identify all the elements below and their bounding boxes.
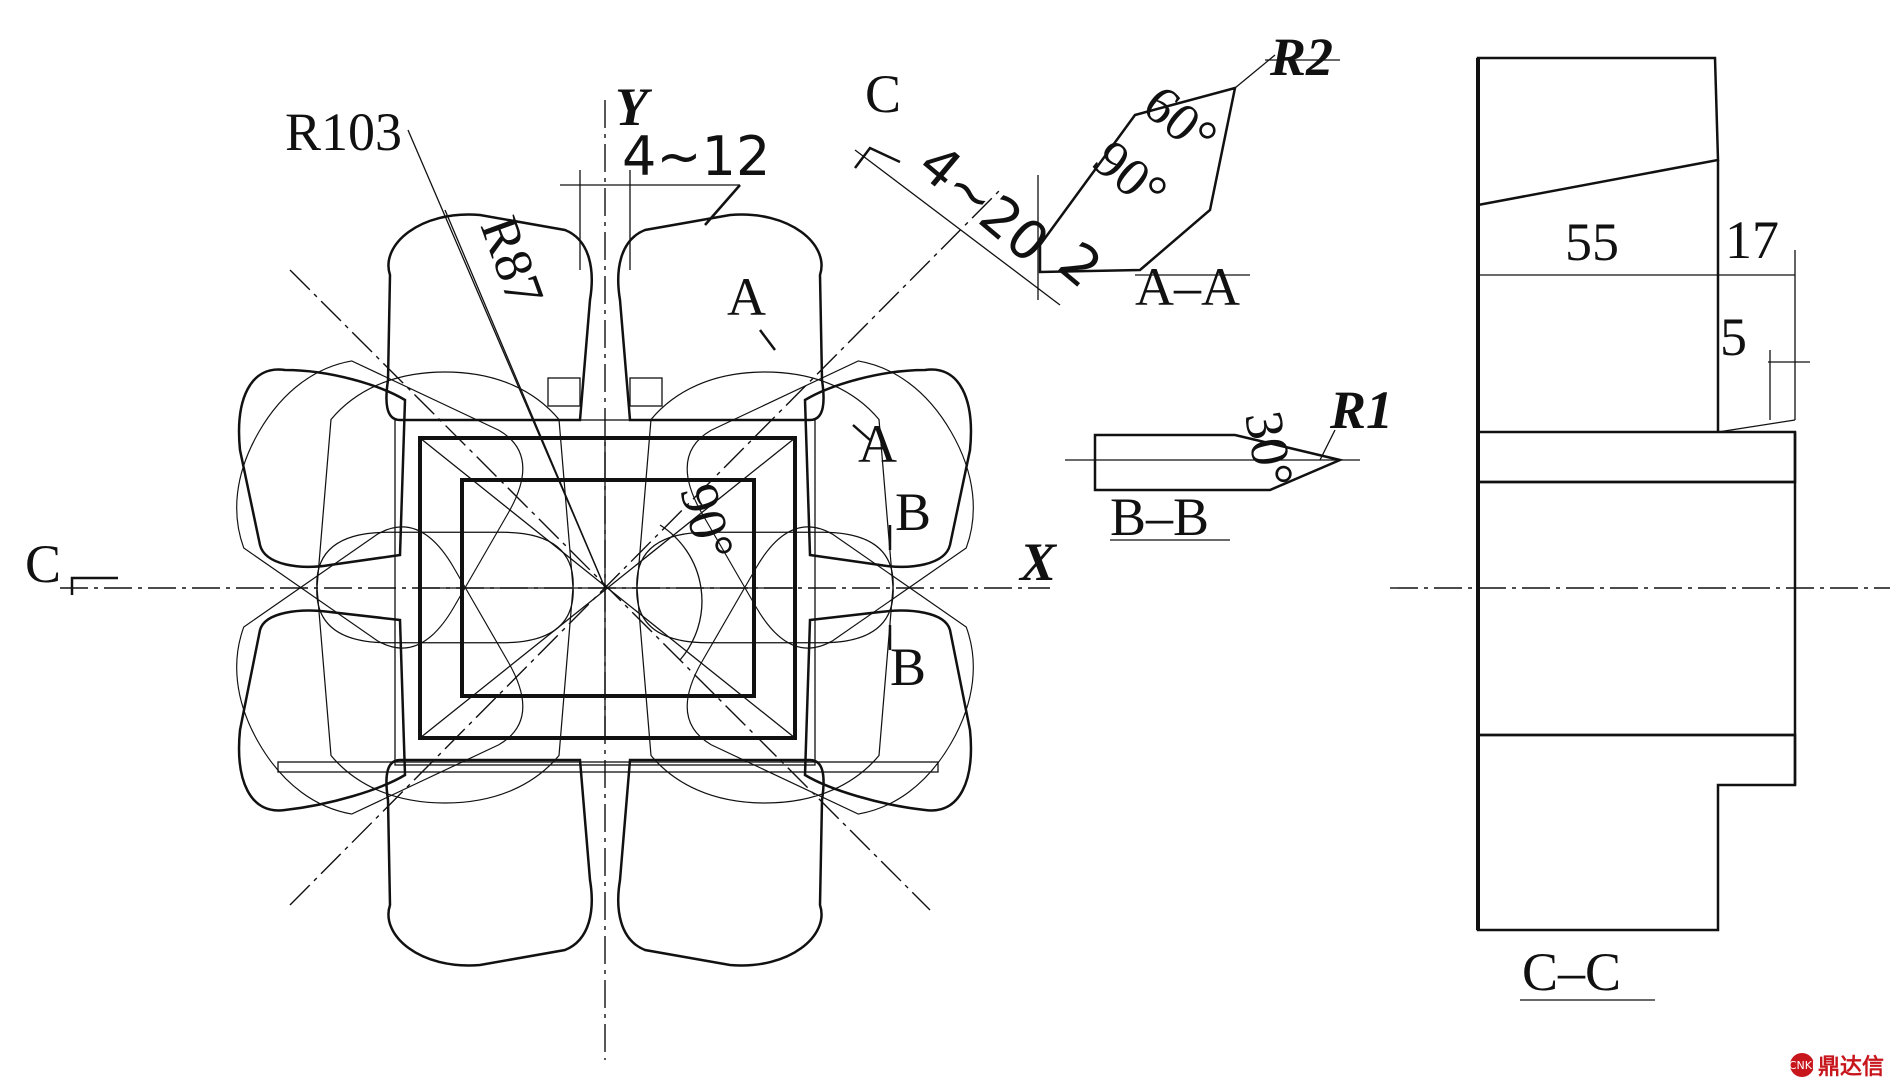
aa-blade: [1038, 86, 1237, 274]
label-r1: R1: [1329, 380, 1393, 440]
dim-4-12-leader: [704, 184, 741, 226]
label-y-axis: Y: [615, 77, 653, 137]
label-angle-30: 30°: [1233, 407, 1305, 492]
cc-upper-wall: [1476, 56, 1720, 207]
section-a-tick-upper: [759, 329, 776, 351]
logo-text: 鼎达信: [1817, 1055, 1884, 1080]
diagonal-center-line-2: [289, 189, 1001, 906]
section-cc-view: [1390, 56, 1890, 1001]
section-aa-view: [1037, 54, 1340, 300]
label-c-left: C: [25, 534, 61, 594]
cc-step: [1717, 419, 1796, 433]
label-dim-2: 2: [1047, 230, 1114, 300]
section-c-marker-left: [70, 576, 118, 595]
bb-blade: [1093, 433, 1344, 492]
label-a-upper: A: [727, 267, 766, 327]
angle-90-arc: [659, 524, 703, 661]
top-keyway-left: [547, 377, 581, 407]
cc-lower-wall: [1476, 733, 1797, 932]
section-bb-view: [1065, 429, 1360, 541]
label-b-lower: B: [890, 637, 926, 697]
label-section-cc: C–C: [1522, 942, 1621, 1002]
label-c-top: C: [865, 64, 901, 124]
label-r2: R2: [1269, 27, 1333, 87]
label-a-lower: A: [858, 414, 897, 474]
cc-hub-upper: [1476, 430, 1797, 484]
front-view: [60, 100, 1061, 1060]
inner-petal-group: [237, 213, 973, 967]
bb-r1-leader: [1319, 429, 1336, 461]
label-section-aa: A–A: [1135, 257, 1240, 317]
label-x-axis: X: [1018, 532, 1058, 592]
label-dim-5: 5: [1720, 307, 1747, 367]
watermark-logo: CNKI 鼎达信: [1789, 1049, 1884, 1081]
label-dim-17: 17: [1725, 210, 1779, 270]
label-section-bb: B–B: [1110, 487, 1209, 547]
section-a-tick-lower: [852, 424, 871, 441]
top-keyway-right: [629, 377, 663, 407]
label-angle-90-main: 90°: [668, 478, 746, 567]
label-b-upper: B: [895, 482, 931, 542]
r87-leader: [444, 209, 606, 589]
label-dim-55: 55: [1565, 212, 1619, 272]
label-r103: R103: [285, 102, 402, 162]
bottom-slot: [277, 761, 939, 773]
section-c-marker-top: [854, 146, 901, 169]
outer-square-frame: [394, 419, 816, 766]
dim-4-20-line: [854, 149, 1061, 306]
label-dim-4-12: 4~12: [622, 125, 770, 188]
logo-badge-icon: CNKI: [1789, 1053, 1815, 1077]
